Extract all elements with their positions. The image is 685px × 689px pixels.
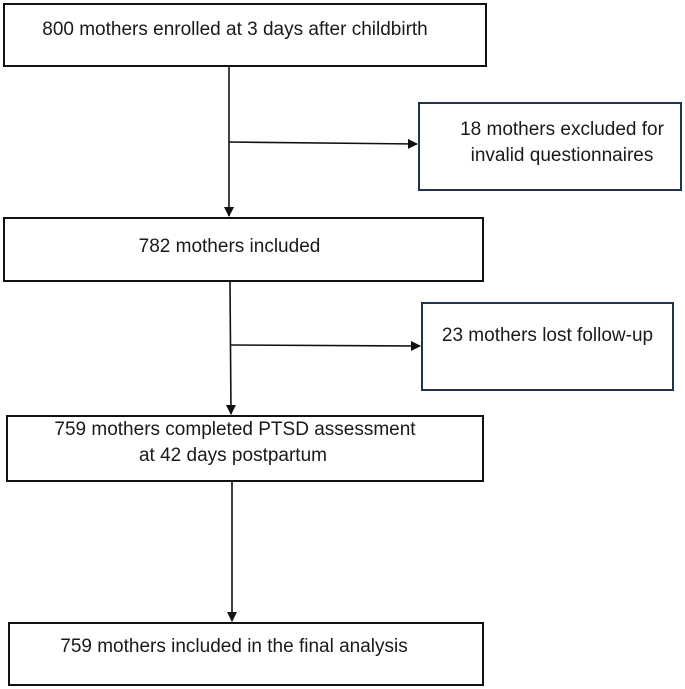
completed-text: 759 mothers completed PTSD assessment at… xyxy=(54,417,425,469)
arrow-included-to-completed xyxy=(225,281,236,415)
lost-followup-line-1: 23 mothers lost follow-up xyxy=(441,324,654,346)
excluded-line-2: invalid questionnaires xyxy=(470,144,654,166)
arrow-to-excluded xyxy=(228,138,418,149)
included-line-1: 782 mothers included xyxy=(138,235,321,257)
lost-followup-text: 23 mothers lost follow-up xyxy=(442,323,653,349)
final-analysis-box: 759 mothers included in the final analys… xyxy=(8,622,484,686)
excluded-text: 18 mothers excluded for invalid question… xyxy=(460,117,664,169)
lost-followup-box: 23 mothers lost follow-up xyxy=(421,302,674,391)
included-text: 782 mothers included xyxy=(139,234,321,260)
completed-line-1: 759 mothers completed PTSD assessment xyxy=(54,418,416,440)
excluded-box: 18 mothers excluded for invalid question… xyxy=(418,102,682,191)
enrolled-line-1: 800 mothers enrolled at 3 days after chi… xyxy=(42,19,428,40)
final-analysis-text: 759 mothers included in the final analys… xyxy=(60,634,407,660)
included-box: 782 mothers included xyxy=(3,217,484,282)
arrow-to-lost-followup xyxy=(229,340,421,351)
completed-box: 759 mothers completed PTSD assessment at… xyxy=(6,415,484,482)
completed-line-2: at 42 days postpartum xyxy=(138,444,327,466)
excluded-line-1: 18 mothers excluded for xyxy=(460,118,664,140)
enrolled-box: 800 mothers enrolled at 3 days after chi… xyxy=(3,3,487,67)
enrolled-text: 800 mothers enrolled at 3 days after chi… xyxy=(42,17,428,43)
final-analysis-line-1: 759 mothers included in the final analys… xyxy=(60,636,408,657)
